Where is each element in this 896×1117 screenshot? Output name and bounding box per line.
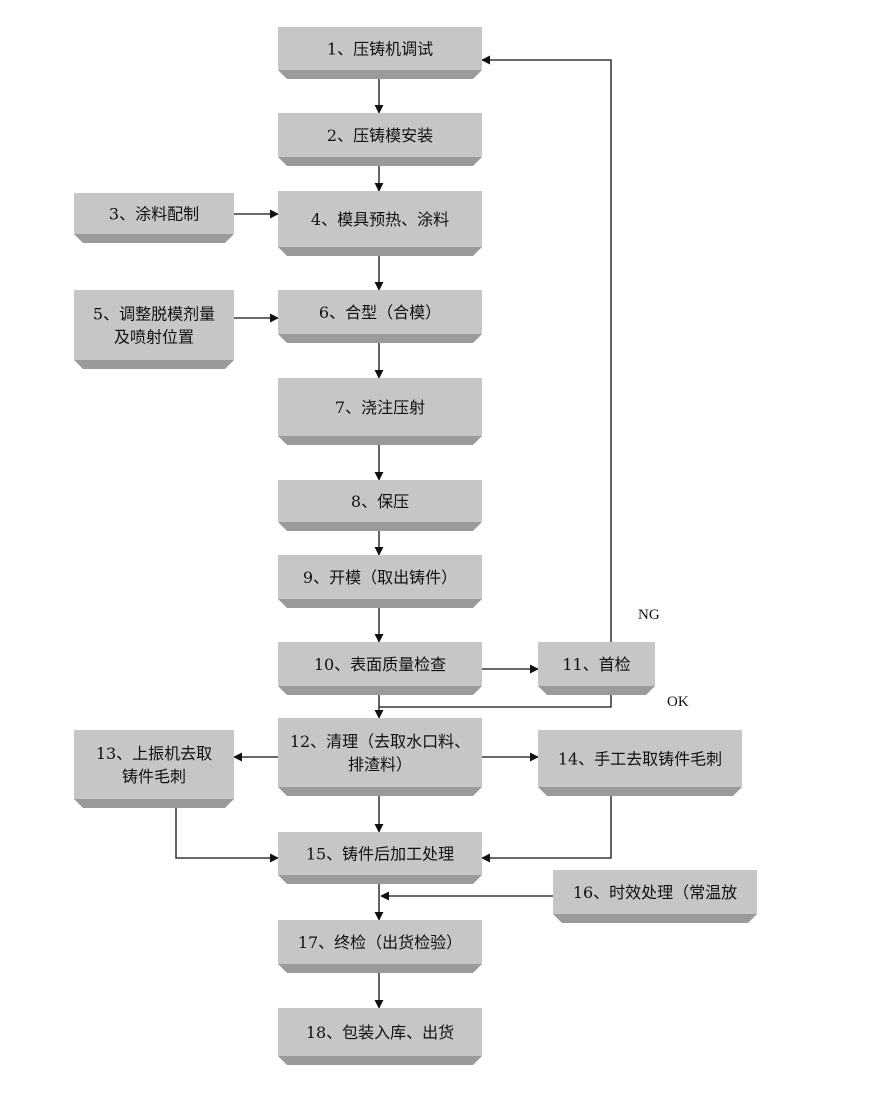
step-label: 3、涂料配制 xyxy=(109,205,199,224)
step-bevel xyxy=(538,686,655,695)
step-bevel xyxy=(278,334,482,343)
step-bevel xyxy=(278,522,482,531)
step-face xyxy=(278,1008,482,1056)
step-label: 10、表面质量检查 xyxy=(314,655,446,674)
step-label: 6、合型（合模） xyxy=(319,303,441,322)
arrow-13-15 xyxy=(175,808,279,863)
step-box-s8: 8、保压 xyxy=(278,480,482,531)
step-bevel xyxy=(278,964,482,973)
step-bevel xyxy=(74,234,234,243)
step-label: 18、包装入库、出货 xyxy=(306,1023,454,1042)
step-bevel xyxy=(74,360,234,369)
step-face xyxy=(278,27,482,70)
step-face xyxy=(278,832,482,875)
step-box-s4: 4、模具预热、涂料 xyxy=(278,191,482,256)
step-bevel xyxy=(74,799,234,808)
step-box-s17: 17、终检（出货检验） xyxy=(278,920,482,973)
step-bevel xyxy=(278,1056,482,1065)
step-label: 及喷射位置 xyxy=(114,328,194,347)
step-bevel xyxy=(538,787,742,796)
step-face xyxy=(538,730,742,787)
arrow-ok xyxy=(379,695,612,708)
step-label: 12、清理（去取水口料、 xyxy=(290,732,470,751)
step-label: 17、终检（出货检验） xyxy=(298,933,462,952)
step-box-s10: 10、表面质量检查 xyxy=(278,642,482,695)
step-face xyxy=(538,642,655,686)
step-box-s11: 11、首检 xyxy=(538,642,655,695)
step-label: 7、浇注压射 xyxy=(335,398,425,417)
step-face xyxy=(278,113,482,157)
step-face xyxy=(278,480,482,522)
step-face xyxy=(278,191,482,247)
step-bevel xyxy=(278,787,482,796)
step-label: 14、手工去取铸件毛刺 xyxy=(558,750,722,769)
step-bevel xyxy=(278,436,482,445)
step-face xyxy=(278,920,482,964)
step-label: 11、首检 xyxy=(562,655,630,674)
step-label: 8、保压 xyxy=(351,492,409,511)
step-label: 15、铸件后加工处理 xyxy=(306,845,454,864)
step-label: 5、调整脱模剂量 xyxy=(93,305,215,324)
step-label: 2、压铸模安装 xyxy=(327,126,433,145)
step-face xyxy=(74,730,234,799)
step-box-s16: 16、时效处理（常温放 xyxy=(553,870,757,923)
step-box-s14: 14、手工去取铸件毛刺 xyxy=(538,730,742,796)
ng-label: NG xyxy=(638,607,660,623)
step-label: 排渣料） xyxy=(348,755,412,774)
ok-label: OK xyxy=(667,694,689,710)
step-box-s9: 9、开模（取出铸件） xyxy=(278,555,482,608)
step-label: 1、压铸机调试 xyxy=(327,40,433,59)
step-label: 铸件毛刺 xyxy=(122,767,186,786)
step-box-s3: 3、涂料配制 xyxy=(74,193,234,243)
connectors xyxy=(175,55,612,1009)
step-box-s1: 1、压铸机调试 xyxy=(278,27,482,79)
step-label: 9、开模（取出铸件） xyxy=(303,568,457,587)
step-face xyxy=(74,290,234,360)
step-box-s6: 6、合型（合模） xyxy=(278,290,482,343)
step-bevel xyxy=(553,914,757,923)
step-bevel xyxy=(278,247,482,256)
arrow-14-15 xyxy=(481,796,612,863)
step-face xyxy=(278,378,482,436)
step-box-s2: 2、压铸模安装 xyxy=(278,113,482,166)
step-bevel xyxy=(278,157,482,166)
step-label: 4、模具预热、涂料 xyxy=(311,210,449,229)
step-face xyxy=(74,193,234,234)
step-bevel xyxy=(278,875,482,884)
step-box-s7: 7、浇注压射 xyxy=(278,378,482,445)
step-face xyxy=(278,718,482,787)
step-face xyxy=(278,642,482,686)
step-label: 13、上振机去取 xyxy=(96,744,212,763)
step-bevel xyxy=(278,686,482,695)
step-face xyxy=(278,555,482,599)
step-bevel xyxy=(278,599,482,608)
step-bevel xyxy=(278,70,482,79)
step-box-s18: 18、包装入库、出货 xyxy=(278,1008,482,1065)
step-box-s15: 15、铸件后加工处理 xyxy=(278,832,482,884)
step-box-s12: 12、清理（去取水口料、排渣料） xyxy=(278,718,482,796)
step-label: 16、时效处理（常温放 xyxy=(573,883,737,902)
step-face xyxy=(278,290,482,334)
arrow-ng-loop xyxy=(481,55,612,642)
process-steps: 1、压铸机调试 2、压铸模安装 3、涂料配制 4、模具预热、涂料 5、调整脱模剂量及喷射… xyxy=(74,27,757,1065)
step-face xyxy=(553,870,757,914)
